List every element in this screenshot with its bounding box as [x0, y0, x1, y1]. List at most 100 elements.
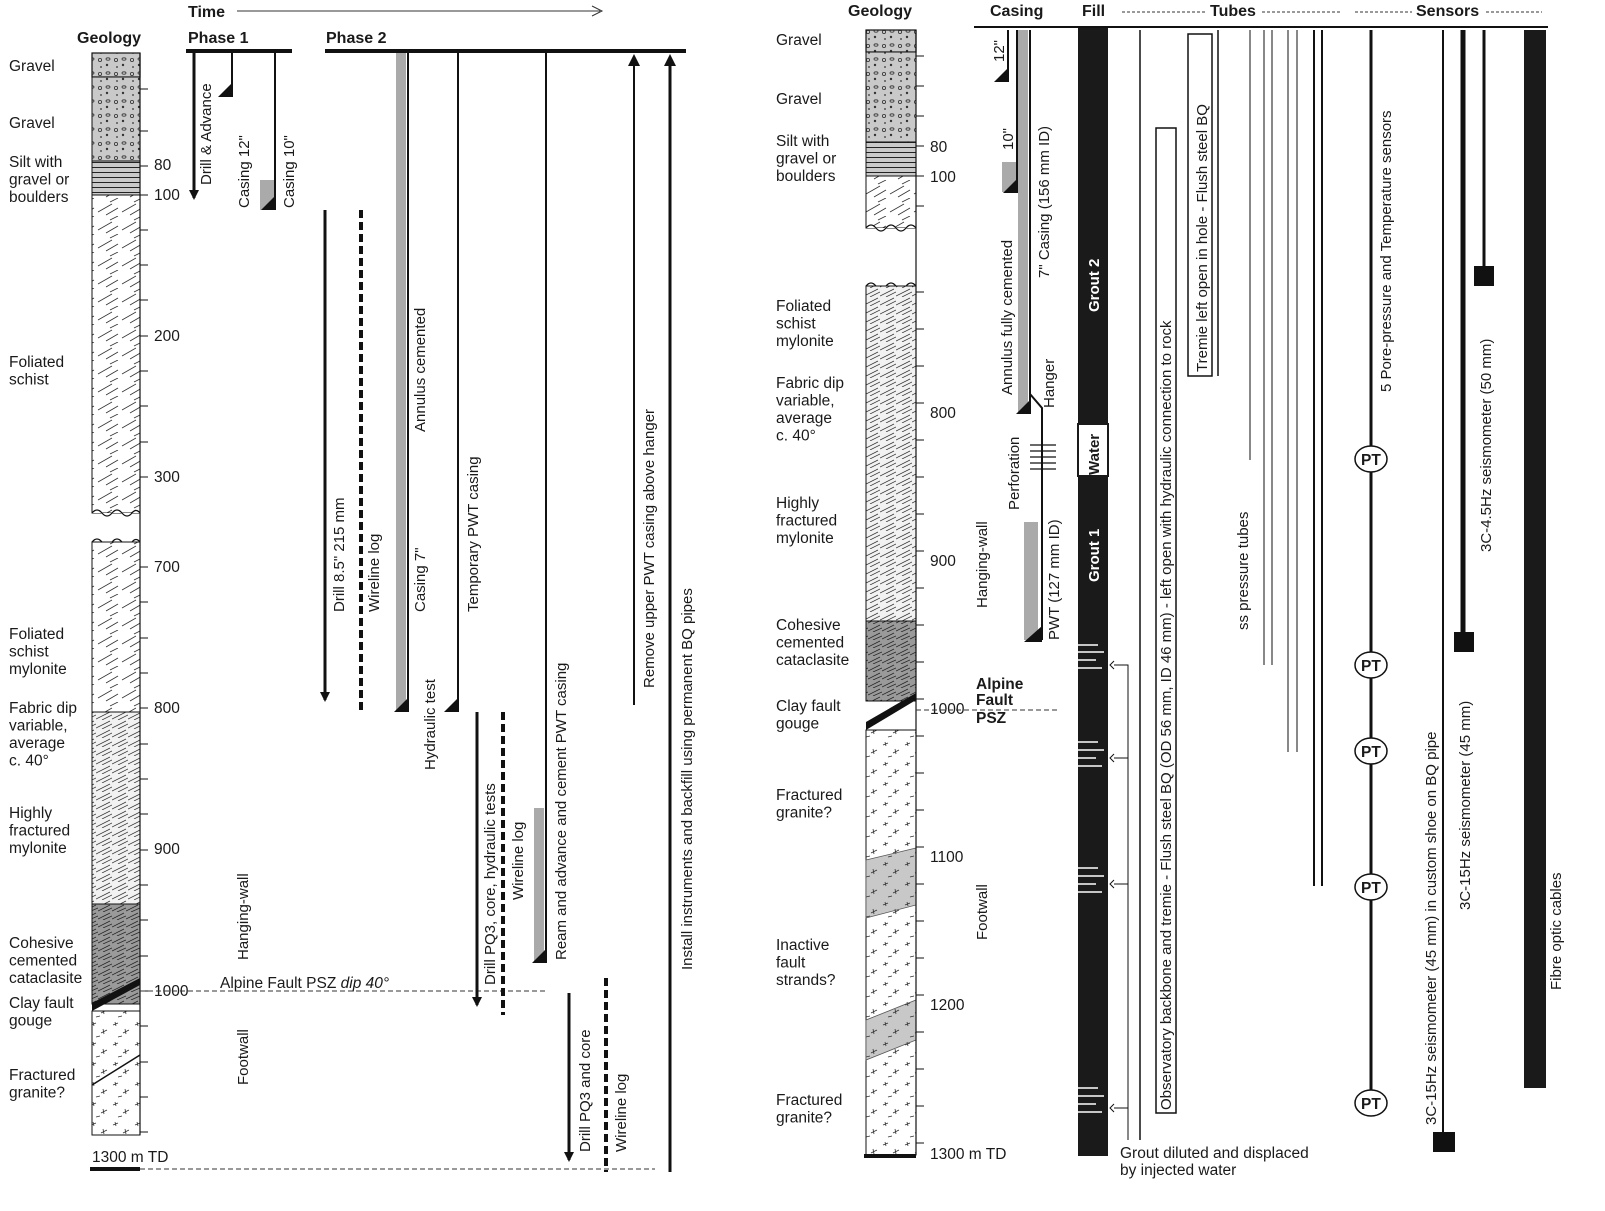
right-geo-label-5-line-1: fractured — [776, 513, 837, 530]
wireline1-label: Wireline log — [366, 534, 383, 612]
left-depth-900: 900 — [154, 841, 180, 858]
left-geo-label-2-line-2: boulders — [9, 189, 69, 206]
left-geo-label-7-line-1: cemented — [9, 953, 77, 970]
seis-custom-label: 3C-15Hz seismometer (45 mm) in custom sh… — [1423, 732, 1440, 1125]
wireline2-label: Wireline log — [510, 822, 527, 900]
install-arrow-head — [664, 54, 676, 66]
right-geo-label-4-line-3: c. 40° — [776, 428, 816, 445]
left-geo-label-5-line-3: c. 40° — [9, 753, 49, 770]
left-depth-1000: 1000 — [154, 983, 189, 1000]
phase2-operations: Drill 8.5" 215 mm Wireline log Annulus c… — [320, 53, 696, 1172]
left-cataclasite — [91, 903, 141, 1005]
left-geo-label-6-line-1: fractured — [9, 823, 70, 840]
right-depth-800: 800 — [930, 405, 956, 422]
casing10-r-label: 10" — [1000, 128, 1017, 150]
right-geo-label-7-line-0: Clay fault — [776, 698, 841, 715]
sensors-column: 5 Pore-pressure and Temperature sensors … — [1354, 30, 1565, 1152]
left-granite — [91, 1010, 141, 1136]
fill-water — [1077, 423, 1109, 477]
time-arrow-head — [591, 5, 604, 17]
grout1-label: Grout 1 — [1086, 529, 1103, 582]
left-geology-header: Geology — [77, 30, 141, 47]
right-geo-label-8-line-0: Fractured — [776, 787, 842, 804]
ream-label: Ream and advance and cement PWT casing — [553, 663, 570, 960]
right-gravel-top — [865, 29, 917, 53]
left-fault-label: Alpine Fault PSZ dip 40° — [220, 975, 389, 992]
right-geo-label-6-line-0: Cohesive — [776, 617, 841, 634]
svg-text:PSZ: PSZ — [976, 710, 1007, 727]
right-depth-labels: 80 100 800 900 1000 1100 1200 — [930, 139, 965, 1014]
right-fault-label: Alpine Fault PSZ — [976, 676, 1024, 727]
drill-pq3-label: Drill PQ3 and core — [577, 1029, 594, 1152]
left-break-upper — [91, 509, 141, 517]
water-label: Water — [1086, 434, 1103, 475]
hanger-line — [1029, 393, 1043, 640]
fibre-label: Fibre optic cables — [1548, 872, 1565, 990]
right-geo-label-10-line-0: Fractured — [776, 1092, 842, 1109]
grout-dilution-marks — [1078, 644, 1104, 1113]
left-granite-contact — [91, 1054, 141, 1086]
right-geo-label-4-line-2: average — [776, 410, 832, 427]
casing12-r-shoe — [994, 68, 1008, 82]
sensors-header: Sensors — [1416, 3, 1479, 20]
casing12-r-label: 12" — [991, 40, 1008, 62]
right-geo-label-4-line-1: variable, — [776, 393, 835, 410]
right-break-upper — [865, 224, 917, 232]
left-geo-label-5-line-2: average — [9, 735, 65, 752]
right-geo-label-2-line-2: boulders — [776, 168, 836, 185]
remove-arrow-head — [628, 54, 640, 66]
left-mylonite — [91, 711, 141, 905]
left-depth-700: 700 — [154, 559, 180, 576]
backbone-box — [1155, 127, 1177, 1114]
left-depth-ticks — [140, 88, 148, 1133]
time-label: Time — [188, 4, 225, 21]
left-geo-label-2-line-1: gravel or — [9, 172, 69, 189]
temp-pwt-shoe — [444, 698, 458, 712]
ream-shoe — [532, 949, 546, 963]
left-geo-label-9-line-1: granite? — [9, 1085, 65, 1102]
left-geo-label-2-line-0: Silt with — [9, 154, 62, 171]
left-geo-label-9-line-0: Fractured — [9, 1067, 75, 1084]
right-geo-label-7-line-1: gouge — [776, 716, 819, 733]
right-geo-label-2-line-0: Silt with — [776, 133, 829, 150]
casing7-shoe — [394, 698, 408, 712]
casing7-label: Casing 7" — [412, 547, 429, 612]
pwt-label: PWT (127 mm ID) — [1046, 519, 1063, 640]
left-hanging-wall-label: Hanging-wall — [235, 873, 252, 960]
left-depth-labels: 80 100 200 300 700 800 900 1000 — [154, 157, 189, 1000]
wireline3-label: Wireline log — [613, 1074, 630, 1152]
grout-note-connector — [1114, 664, 1129, 1140]
pt-sensor-2: PT — [1354, 651, 1388, 679]
casing10-r-shoe — [1003, 179, 1017, 193]
left-geo-label-6-line-0: Highly — [9, 805, 52, 822]
right-geology-header: Geology — [848, 3, 912, 20]
casing-header: Casing — [990, 3, 1043, 20]
left-geo-label-1-line-0: Gravel — [9, 115, 55, 132]
pt-sensor-1-label: PT — [1361, 452, 1381, 469]
left-geo-label-8-line-0: Clay fault — [9, 995, 74, 1012]
annulus-label: Annulus cemented — [412, 308, 429, 432]
annulus-cement-bar — [396, 53, 406, 711]
seis45-label: 3C-15Hz seismometer (45 mm) — [1457, 701, 1474, 910]
right-geo-label-6-line-1: cemented — [776, 635, 844, 652]
pt-sensor-4: PT — [1354, 873, 1388, 901]
left-geo-label-3-line-1: schist — [9, 372, 49, 389]
grout-arrow-1 — [1109, 660, 1115, 670]
grout-arrow-4 — [1109, 1103, 1115, 1113]
backbone-label: Observatory backbone and tremie - Flush … — [1158, 320, 1175, 1110]
left-geo-label-7-line-2: cataclasite — [9, 970, 82, 987]
fill-column: Grout 2 Water Grout 1 — [1077, 28, 1109, 1156]
left-schist-lower — [91, 541, 141, 713]
annulus-r-label: Annulus fully cemented — [999, 240, 1016, 395]
seis-custom-body — [1433, 1132, 1455, 1152]
right-geo-label-2-line-1: gravel or — [776, 151, 836, 168]
hanger-label: Hanger — [1041, 359, 1058, 408]
left-silt — [91, 160, 141, 196]
